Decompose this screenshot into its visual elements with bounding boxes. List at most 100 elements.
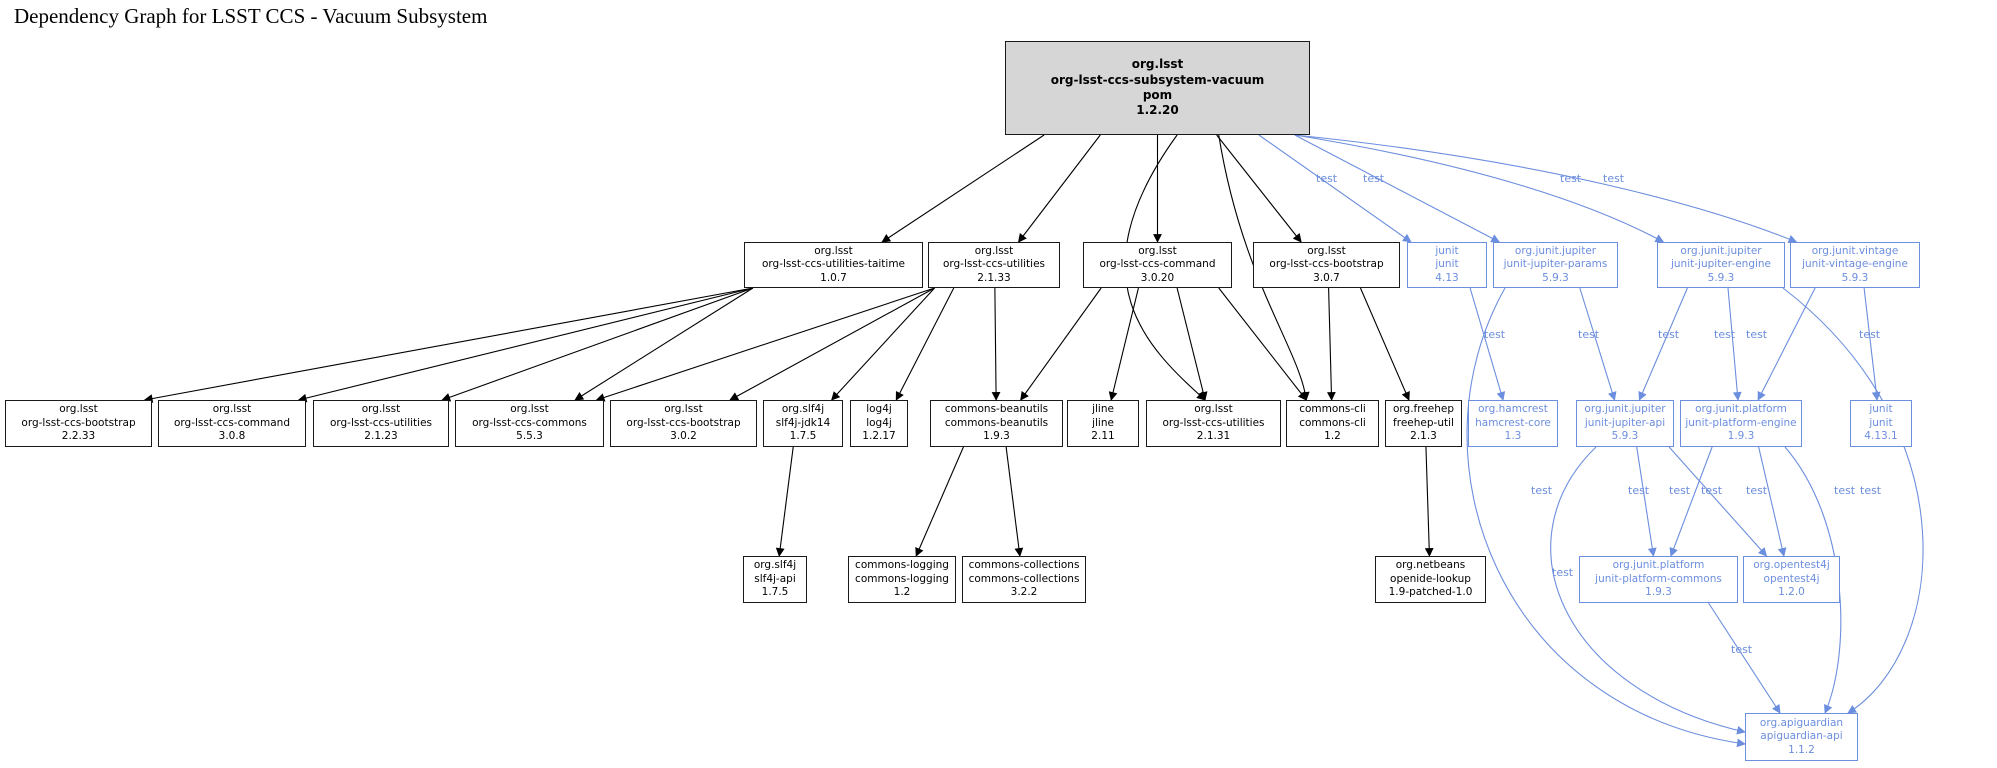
node-label-line: org.opentest4j: [1753, 559, 1830, 572]
node-label-line: jline: [1092, 416, 1114, 429]
node-label-line: org.lsst: [361, 403, 401, 416]
edge-label: test: [1834, 484, 1856, 497]
node-label-line: junit-jupiter-api: [1584, 416, 1666, 429]
edge-japi-apiguardian: [1550, 446, 1746, 735]
edge-slf4jjdk-slf4japi: [775, 446, 794, 557]
edge-japi-opentest: [1668, 446, 1768, 557]
node-label-line: jline: [1092, 403, 1114, 416]
node-label-line: 1.9.3: [983, 430, 1010, 443]
edge-jengine-apiguardian: [1782, 287, 1924, 714]
node-label-line: org.lsst: [1307, 244, 1346, 257]
node-label-line: 3.0.2: [670, 430, 697, 443]
node-label-line: org-lsst-ccs-bootstrap: [626, 416, 741, 429]
edge-label: test: [1731, 643, 1753, 656]
node-label-line: 2.2.33: [61, 430, 96, 443]
edge-taitime-cmd308: [297, 287, 754, 403]
node-label-line: org.junit.platform: [1612, 559, 1705, 572]
node-label-line: junit: [1435, 244, 1459, 257]
edge-util33-boot302: [729, 287, 935, 401]
node-label-line: pom: [1142, 88, 1173, 102]
edge-label: test: [1658, 328, 1680, 341]
node-label-line: org.lsst: [59, 403, 98, 416]
edge-label: test: [1746, 484, 1768, 497]
node-label-line: 2.11: [1091, 430, 1115, 443]
node-label-line: 1.9-patched-1.0: [1388, 586, 1473, 599]
edge-root-jengine: [1294, 134, 1665, 243]
node-label-line: slf4j-jdk14: [775, 416, 831, 429]
edge-label: test: [1316, 172, 1338, 185]
node-label-line: 1.2.0: [1778, 586, 1805, 599]
edge-label: test: [1746, 328, 1768, 341]
node-label-line: 1.7.5: [761, 586, 789, 599]
node-label-line: org-lsst-ccs-command: [174, 416, 290, 429]
edge-vintage-pengine: [1757, 287, 1816, 401]
edge-beanutils-clogging: [915, 446, 964, 557]
node-label-line: org-lsst-ccs-command: [1099, 258, 1216, 271]
edge-label: test: [1578, 328, 1600, 341]
node-label-line: org.junit.jupiter: [1680, 244, 1762, 257]
node-label-line: 2.1.33: [977, 271, 1011, 284]
node-label-line: commons-beanutils: [944, 403, 1049, 416]
edge-cmd20-beanutils: [1020, 287, 1102, 401]
node-label-line: org.lsst: [1194, 403, 1233, 416]
node-label-line: org.hamcrest: [1478, 403, 1548, 416]
node-label-line: org.lsst: [1131, 57, 1184, 72]
edge-jengine-japi: [1638, 287, 1688, 401]
edge-jengine-pengine: [1727, 287, 1742, 401]
node-label-line: 5.9.3: [1841, 271, 1869, 284]
node-label-line: org.junit.vintage: [1811, 244, 1899, 257]
edge-root-boot307: [1216, 134, 1302, 243]
node-label-line: 5.5.3: [516, 430, 543, 443]
edge-beanutils-ccoll: [1005, 446, 1024, 557]
edge-label: test: [1669, 484, 1691, 497]
node-label-line: org.freehep: [1392, 403, 1455, 416]
node-label-line: org-lsst-ccs-utilities: [329, 416, 433, 429]
edge-params-apiguardian: [1466, 287, 1746, 748]
node-label-line: org.netbeans: [1395, 559, 1466, 572]
edge-label: test: [1603, 172, 1625, 185]
node-label-line: junit: [1869, 403, 1893, 416]
node-label-line: 3.0.7: [1313, 271, 1340, 284]
edge-label: test: [1860, 484, 1882, 497]
edge-util33-log4j: [895, 287, 955, 401]
node-label-line: 1.9.3: [1645, 586, 1672, 599]
node-label-line: junit-jupiter-params: [1503, 258, 1608, 271]
edge-label: test: [1560, 172, 1582, 185]
node-label-line: log4j: [866, 416, 892, 429]
edge-cmd20-cli: [1218, 287, 1307, 401]
edge-root-taitime: [881, 134, 1045, 243]
edge-util33-commons553: [595, 287, 935, 402]
node-label-line: org-lsst-ccs-commons: [472, 416, 587, 429]
node-label-line: 3.0.8: [218, 430, 246, 443]
node-label-line: 2.1.3: [1410, 430, 1437, 443]
edge-params-japi: [1579, 287, 1617, 401]
node-label-line: hamcrest-core: [1475, 416, 1551, 429]
node-label-line: org.lsst: [212, 403, 252, 416]
node-label-line: org-lsst-ccs-bootstrap: [1269, 258, 1384, 271]
edge-freehep-openide: [1424, 446, 1434, 557]
node-label-line: 5.9.3: [1611, 430, 1639, 443]
node-label-line: org.apiguardian: [1759, 716, 1844, 729]
node-label-line: org.junit.platform: [1695, 403, 1787, 416]
node-label-line: org.junit.jupiter: [1584, 403, 1666, 416]
edge-taitime-commons553: [574, 287, 754, 401]
node-label-line: commons-logging: [855, 559, 949, 572]
node-label-line: org-lsst-ccs-subsystem-vacuum: [1050, 72, 1265, 87]
